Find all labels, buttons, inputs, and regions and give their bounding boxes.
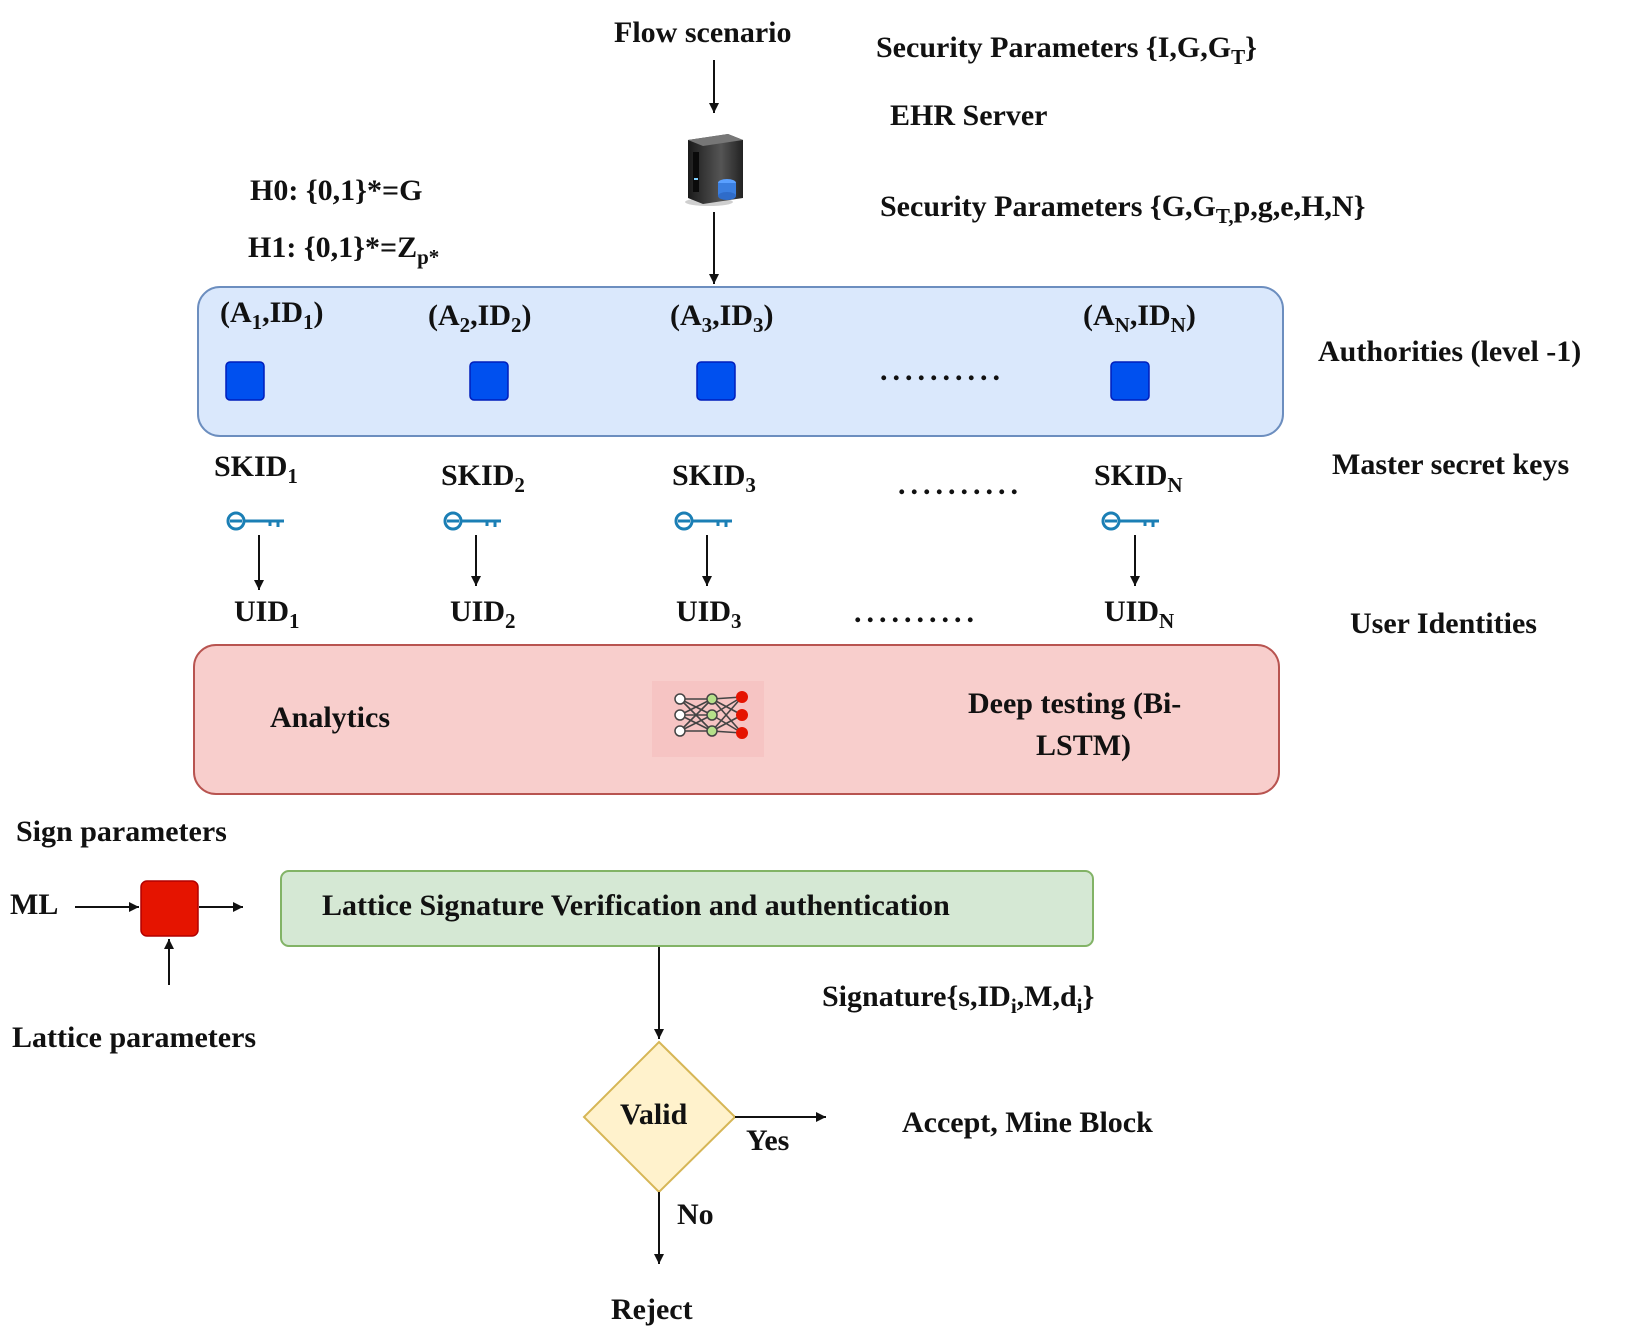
key-icon (674, 511, 732, 531)
valid-label: Valid (620, 1098, 688, 1131)
analytics-label: Analytics (270, 701, 390, 734)
keys-ellipsis: .......... (898, 468, 1023, 501)
key-icon (226, 511, 284, 531)
verification-box[interactable] (280, 870, 1094, 947)
deep-testing-label-line2: LSTM) (1036, 729, 1132, 762)
sign-parameters-label: Sign parameters (16, 815, 227, 848)
master-secret-keys-label: Master secret keys (1332, 448, 1570, 481)
signature-label: Signature{s,IDi,M,di} (822, 980, 1095, 1018)
yes-label: Yes (746, 1124, 790, 1157)
no-label: No (677, 1198, 714, 1231)
key-icon (443, 511, 501, 531)
authority-node-n[interactable] (1110, 361, 1150, 401)
h0-label: H0: {0,1}*=G (250, 174, 423, 207)
server-icon (685, 134, 743, 206)
authorities-box (197, 286, 1284, 437)
security-parameters-2: Security Parameters {G,GT,p,g,e,H,N} (880, 190, 1366, 228)
uid-label-2: UID2 (450, 595, 516, 633)
authorities-level-label: Authorities (level -1) (1318, 335, 1582, 368)
skid-label-1: SKID1 (214, 450, 298, 488)
ehr-server-label: EHR Server (890, 99, 1048, 132)
uid-label-n: UIDN (1104, 595, 1175, 633)
uid-label-3: UID3 (676, 595, 742, 633)
authorities-ellipsis: .......... (880, 354, 1005, 387)
ml-label: ML (10, 888, 59, 921)
deep-testing-label-line1: Deep testing (Bi- (968, 687, 1182, 720)
uid-label-1: UID1 (234, 595, 300, 633)
verification-label: Lattice Signature Verification and authe… (322, 889, 950, 922)
user-identities-label: User Identities (1350, 607, 1537, 640)
authority-node-2[interactable] (469, 361, 509, 401)
skid-label-3: SKID3 (672, 459, 756, 497)
security-parameters-1: Security Parameters {I,G,GT} (876, 31, 1257, 69)
reject-label: Reject (611, 1293, 693, 1326)
authority-node-3[interactable] (696, 361, 736, 401)
skid-label-n: SKIDN (1094, 459, 1183, 497)
neural-network-icon (652, 681, 764, 757)
skid-label-2: SKID2 (441, 459, 525, 497)
authority-label-3: (A3,ID3) (670, 299, 774, 337)
authority-label-1: (A1,ID1) (220, 296, 324, 334)
flow-scenario-label: Flow scenario (614, 16, 792, 49)
authority-label-n: (AN,IDN) (1083, 299, 1196, 337)
key-icon (1101, 511, 1159, 531)
authority-label-2: (A2,ID2) (428, 299, 532, 337)
h1-label: H1: {0,1}*=Zp* (248, 231, 440, 269)
accept-mine-block-label: Accept, Mine Block (902, 1106, 1153, 1139)
sign-block[interactable] (140, 880, 199, 937)
users-ellipsis: .......... (854, 596, 979, 629)
lattice-parameters-label: Lattice parameters (12, 1021, 257, 1054)
authority-node-1[interactable] (225, 361, 265, 401)
